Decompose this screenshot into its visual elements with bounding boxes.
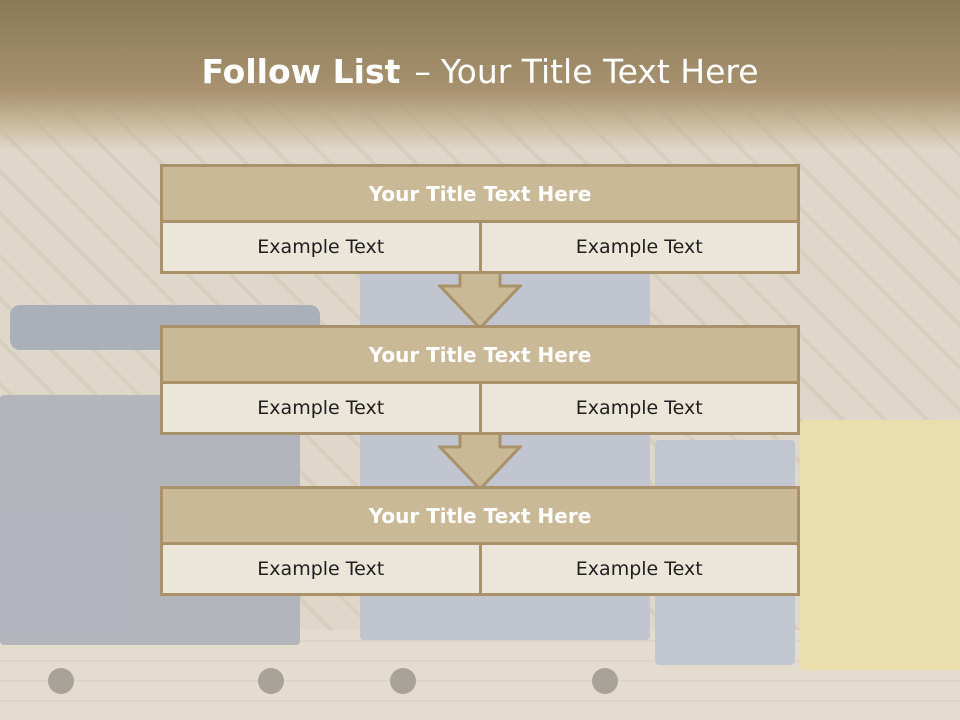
step-cell-right: Example Text (478, 545, 797, 593)
step-box-2: Your Title Text Here Example Text Exampl… (160, 325, 800, 435)
step-cell-left: Example Text (163, 384, 479, 432)
step-cell-left: Example Text (163, 223, 479, 271)
step-box-3: Your Title Text Here Example Text Exampl… (160, 486, 800, 596)
step-row: Example Text Example Text (163, 384, 797, 432)
down-arrow-icon (438, 268, 522, 330)
step-row: Example Text Example Text (163, 545, 797, 593)
down-arrow-icon (438, 429, 522, 491)
step-box-1: Your Title Text Here Example Text Exampl… (160, 164, 800, 274)
title-band (0, 0, 960, 150)
slide-title: Follow List–Your Title Text Here (0, 52, 960, 91)
title-bold: Follow List (201, 52, 401, 91)
step-row: Example Text Example Text (163, 223, 797, 271)
step-cell-right: Example Text (478, 384, 797, 432)
step-cell-left: Example Text (163, 545, 479, 593)
title-dash: – (414, 52, 431, 91)
step-header: Your Title Text Here (163, 167, 797, 223)
step-header: Your Title Text Here (163, 489, 797, 545)
step-cell-right: Example Text (478, 223, 797, 271)
title-rest: Your Title Text Here (440, 52, 759, 91)
step-header: Your Title Text Here (163, 328, 797, 384)
